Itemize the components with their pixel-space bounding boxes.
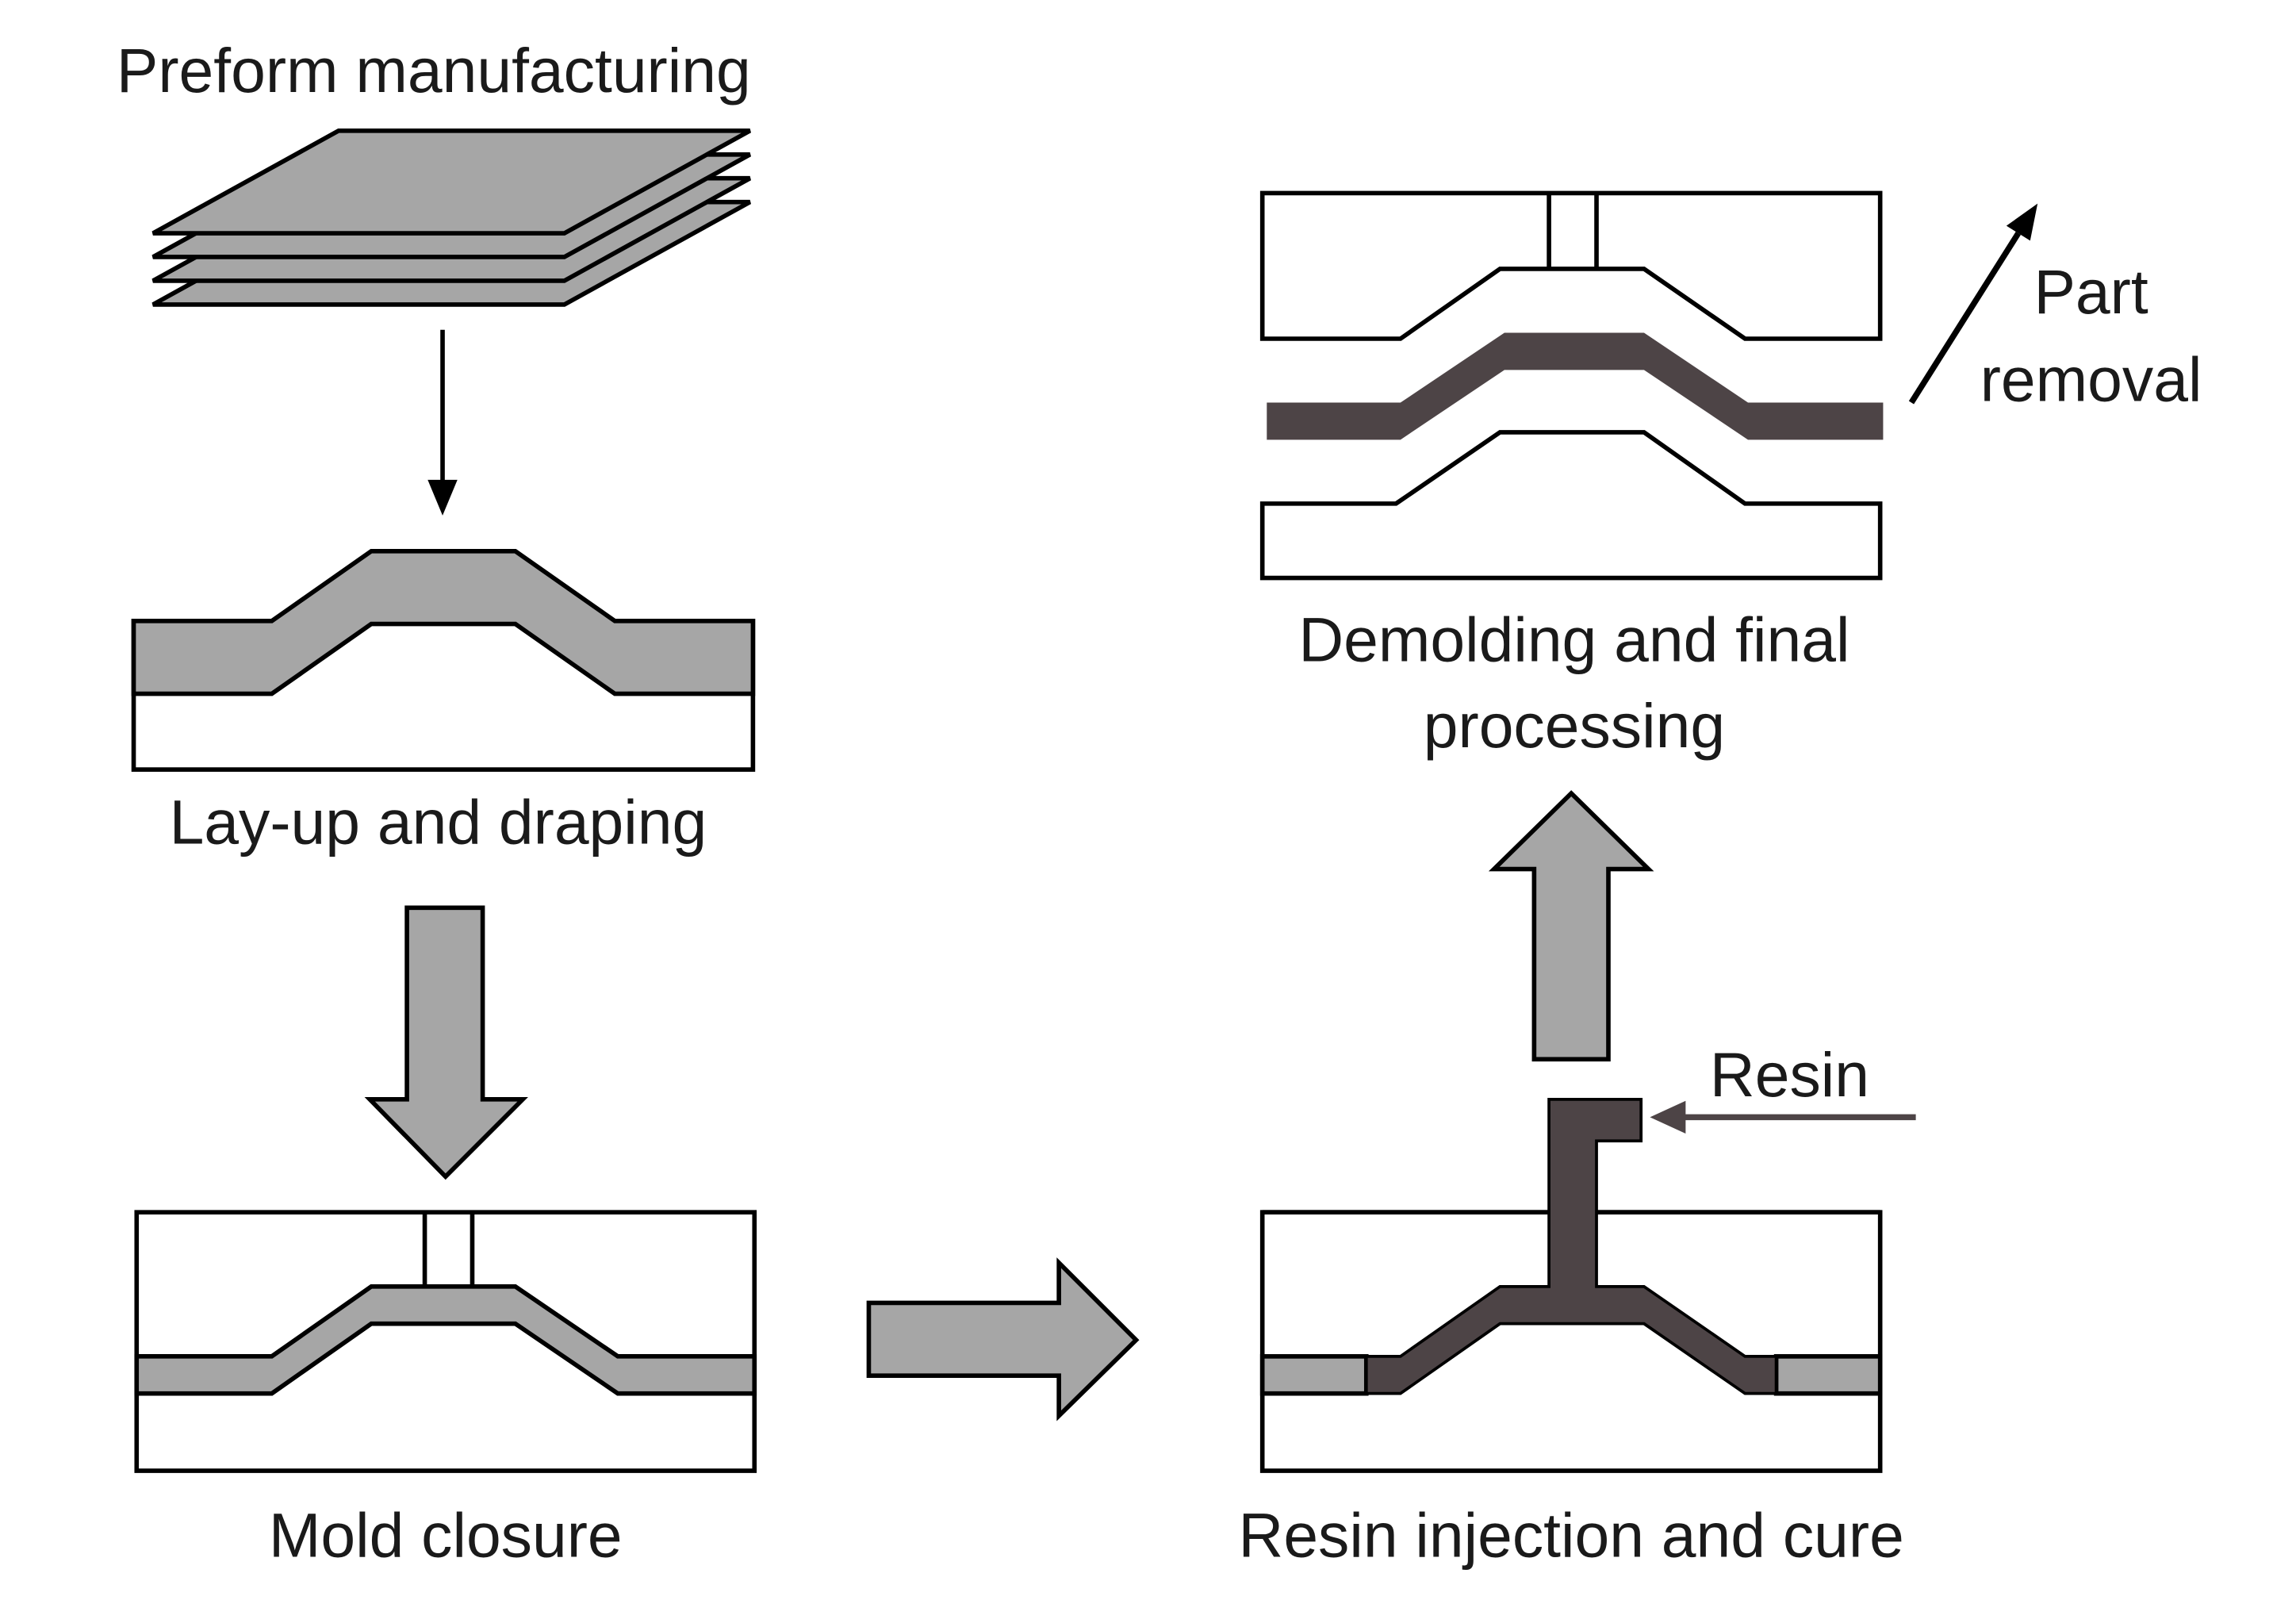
arrow-preform-to-layup [427, 329, 458, 516]
layup-mold [131, 548, 756, 772]
label-layup: Lay-up and draping [170, 788, 707, 858]
dry-preform-right [1773, 1354, 1883, 1396]
label-mold-closure: Mold closure [269, 1501, 623, 1571]
arrow-head [427, 479, 458, 516]
label-demolding-line1: Demolding and final [1298, 604, 1849, 674]
cured-part [1267, 332, 1884, 440]
preform-in-cavity [134, 1284, 757, 1396]
opened-mold [1259, 190, 1884, 581]
label-resin-injection: Resin injection and cure [1239, 1501, 1904, 1571]
upper-mold [1259, 190, 1883, 341]
process-arrow-up [1488, 790, 1654, 1062]
label-part-removal-line1: Part [2033, 257, 2148, 327]
part-removal-arrow [1908, 203, 2038, 405]
arrow-head [1650, 1100, 1686, 1134]
process-arrow-down [364, 905, 528, 1180]
mold-outline [134, 1210, 757, 1473]
process-arrow-right [866, 1257, 1140, 1422]
resin-inlet-arrow [1650, 1100, 1916, 1134]
closed-mold [134, 1210, 757, 1473]
label-preform-manufacturing: Preform manufacturing [117, 36, 751, 106]
injection-mold [1259, 1097, 1883, 1473]
label-resin: Resin [1710, 1040, 1869, 1110]
draped-preform [131, 548, 756, 696]
lower-mold [1259, 430, 1883, 581]
arrow-head [2006, 203, 2038, 241]
label-demolding-line2: processing [1424, 691, 1725, 761]
resin-flow [1364, 1097, 1778, 1395]
arrow-shaft [1908, 232, 2021, 405]
preform-stack [151, 128, 752, 307]
label-part-removal-line2: removal [1980, 345, 2202, 415]
preform-ply-1 [151, 128, 752, 236]
dry-preform-left [1259, 1354, 1369, 1396]
